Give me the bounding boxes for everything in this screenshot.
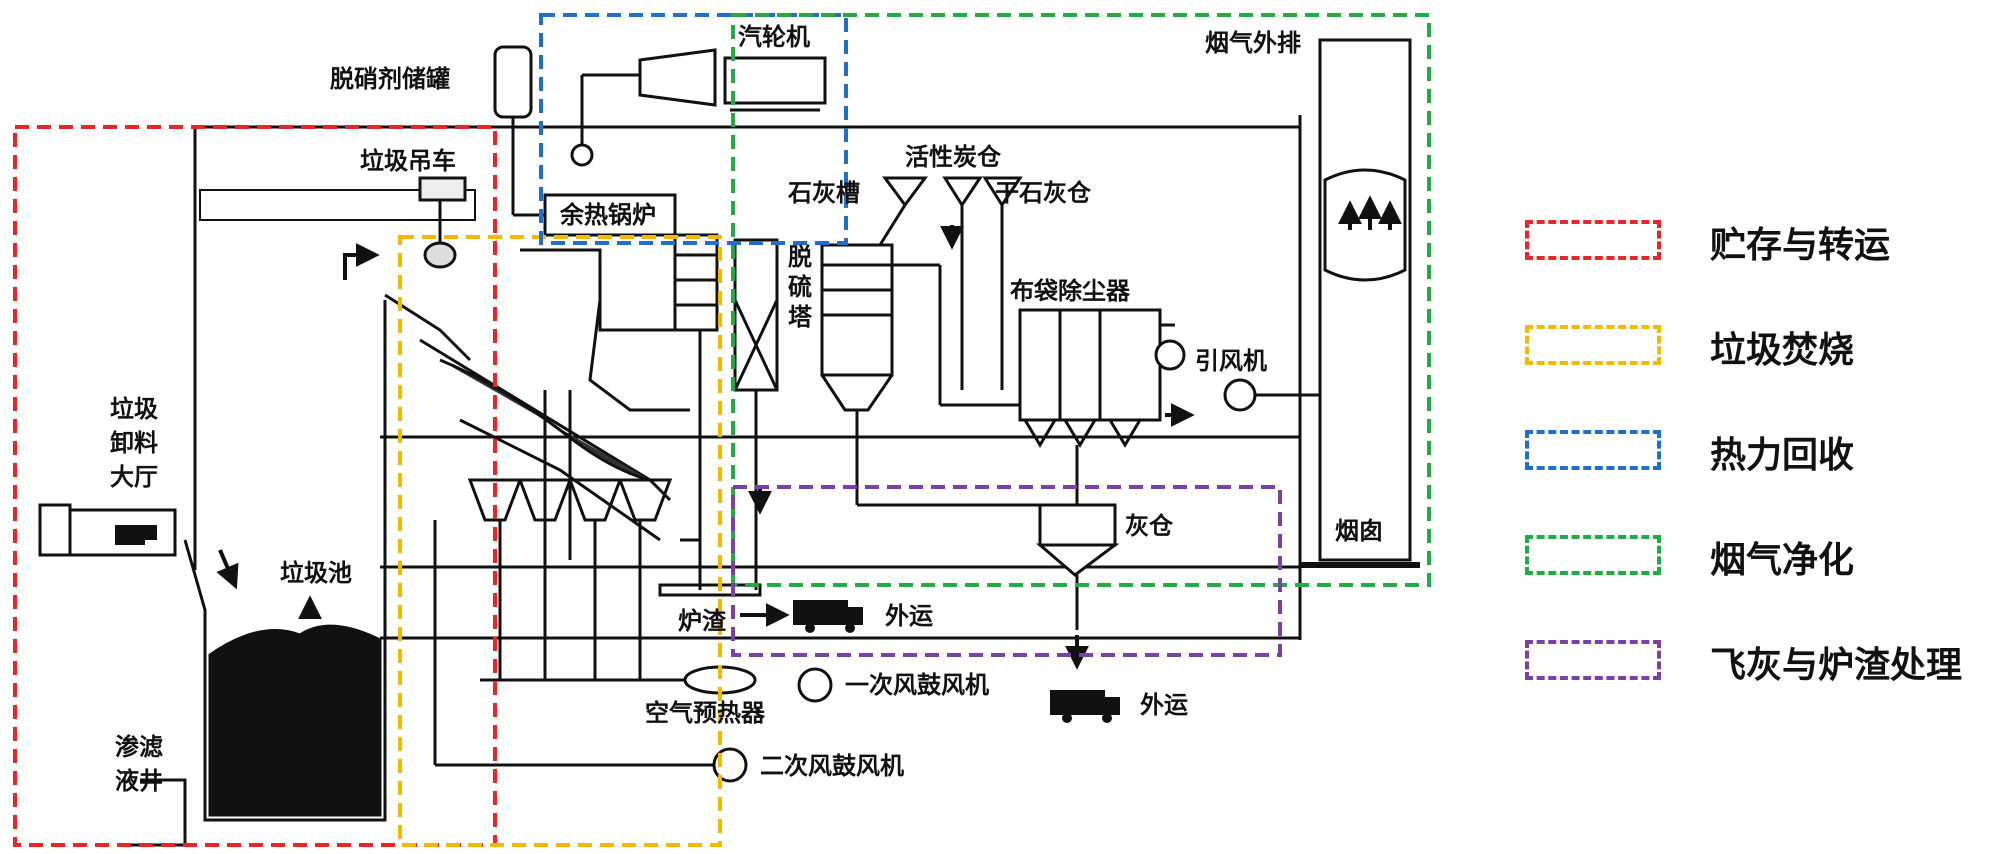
legend-label: 热力回收 — [1710, 435, 1855, 476]
legend-label: 飞灰与炉渣处理 — [1710, 645, 1963, 686]
label-activated-carbon: 活性炭仓 — [905, 143, 1001, 171]
legend-item-ash-slag: 飞灰与炉渣处理 — [1525, 632, 1985, 692]
label-crane: 垃圾吊车 — [360, 147, 456, 175]
label-air-preheater: 空气预热器 — [645, 699, 765, 727]
legend-swatch-yellow — [1525, 325, 1661, 365]
label-turbine: 汽轮机 — [738, 23, 810, 51]
legend-swatch-blue — [1525, 430, 1661, 470]
legend-swatch-green — [1525, 535, 1661, 575]
legend-swatch-red — [1525, 220, 1661, 260]
label-denitrator-tank: 脱硝剂储罐 — [330, 65, 450, 93]
legend-item-heat-recovery: 热力回收 — [1525, 422, 1985, 482]
label-bag-filter: 布袋除尘器 — [1010, 277, 1130, 305]
label-chimney: 烟囱 — [1335, 517, 1383, 545]
label-ash-silo: 灰仓 — [1125, 512, 1173, 540]
label-boiler: 余热锅炉 — [560, 201, 656, 229]
label-flue-out: 烟气外排 — [1205, 29, 1301, 57]
label-transport-out-1: 外运 — [885, 602, 933, 630]
label-dry-lime: 干石灰仓 — [995, 179, 1091, 207]
label-lime-slot: 石灰槽 — [788, 179, 860, 207]
legend-item-storage: 贮存与转运 — [1525, 212, 1985, 272]
legend-swatch-purple — [1525, 640, 1661, 680]
legend-label: 贮存与转运 — [1710, 225, 1891, 266]
label-waste-pit: 垃圾池 — [280, 559, 352, 587]
label-slag: 炉渣 — [678, 607, 726, 635]
label-desulfurization: 脱硫塔 — [788, 243, 812, 331]
label-induced-fan: 引风机 — [1195, 347, 1267, 375]
legend-item-incineration: 垃圾焚烧 — [1525, 317, 1985, 377]
legend-label: 烟气净化 — [1710, 540, 1855, 581]
label-primary-fan: 一次风鼓风机 — [845, 671, 989, 699]
label-transport-out-2: 外运 — [1140, 691, 1188, 719]
label-secondary-fan: 二次风鼓风机 — [760, 752, 904, 780]
label-leachate-well: 渗滤液井 — [115, 733, 163, 795]
label-unloading-hall: 垃圾卸料大厅 — [110, 395, 158, 491]
legend-label: 垃圾焚烧 — [1710, 330, 1855, 371]
legend-item-flue-gas-cleaning: 烟气净化 — [1525, 527, 1985, 587]
